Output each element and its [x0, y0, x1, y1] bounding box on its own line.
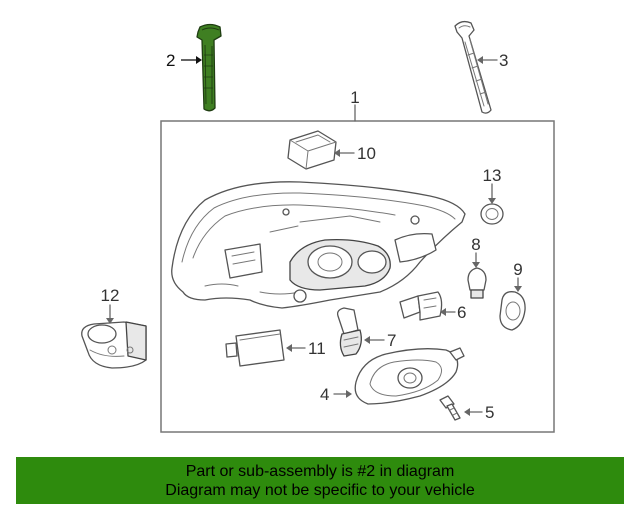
part-9-socket[interactable]	[499, 291, 526, 331]
callout-2[interactable]: 2	[166, 51, 175, 70]
part-11-module[interactable]	[225, 329, 285, 367]
parts-diagram: 1 2 3	[81, 20, 555, 433]
disclaimer-banner: Part or sub-assembly is #2 in diagram Di…	[16, 457, 624, 504]
callout-3-leader	[477, 56, 498, 64]
callout-8[interactable]: 8	[471, 235, 480, 254]
callout-12-leader	[106, 304, 114, 324]
callout-1[interactable]: 1	[350, 88, 359, 107]
callout-7[interactable]: 7	[387, 331, 396, 350]
callout-3[interactable]: 3	[499, 51, 508, 70]
part-7-bulb[interactable]	[336, 307, 362, 357]
part-2-bracket[interactable]	[196, 23, 222, 112]
callout-4[interactable]: 4	[320, 385, 329, 404]
callout-2-leader	[181, 56, 202, 64]
callout-7-leader	[364, 336, 385, 344]
callout-10[interactable]: 10	[357, 144, 376, 163]
callout-5[interactable]: 5	[485, 403, 494, 422]
part-5-screw[interactable]	[439, 395, 461, 421]
callout-8-leader	[472, 252, 480, 268]
callout-9-leader	[514, 277, 522, 292]
callout-9[interactable]: 9	[513, 260, 522, 279]
headlamp-assembly-frame: 1	[160, 88, 555, 433]
callout-12[interactable]: 12	[101, 286, 120, 305]
callout-6[interactable]: 6	[457, 303, 466, 322]
headlamp-housing[interactable]	[171, 181, 466, 309]
part-3-bracket[interactable]	[454, 20, 492, 114]
part-4-fog-lamp[interactable]	[354, 347, 465, 405]
part-8-bulb[interactable]	[467, 267, 487, 299]
callout-4-leader	[333, 390, 352, 398]
callout-5-leader	[464, 408, 483, 416]
callout-11[interactable]: 11	[308, 339, 326, 358]
part-12-actuator[interactable]	[81, 321, 147, 369]
callout-11-leader	[286, 344, 306, 352]
callout-13[interactable]: 13	[483, 166, 502, 185]
banner-line-disclaimer: Diagram may not be specific to your vehi…	[165, 482, 475, 499]
banner-line-part-info: Part or sub-assembly is #2 in diagram	[185, 463, 455, 480]
part-10-module[interactable]	[287, 130, 337, 170]
part-6-socket[interactable]	[399, 291, 443, 321]
callout-10-leader	[334, 149, 355, 157]
callout-6-leader	[440, 308, 456, 316]
callout-13-leader	[488, 183, 496, 204]
part-13-cap[interactable]	[480, 203, 504, 225]
